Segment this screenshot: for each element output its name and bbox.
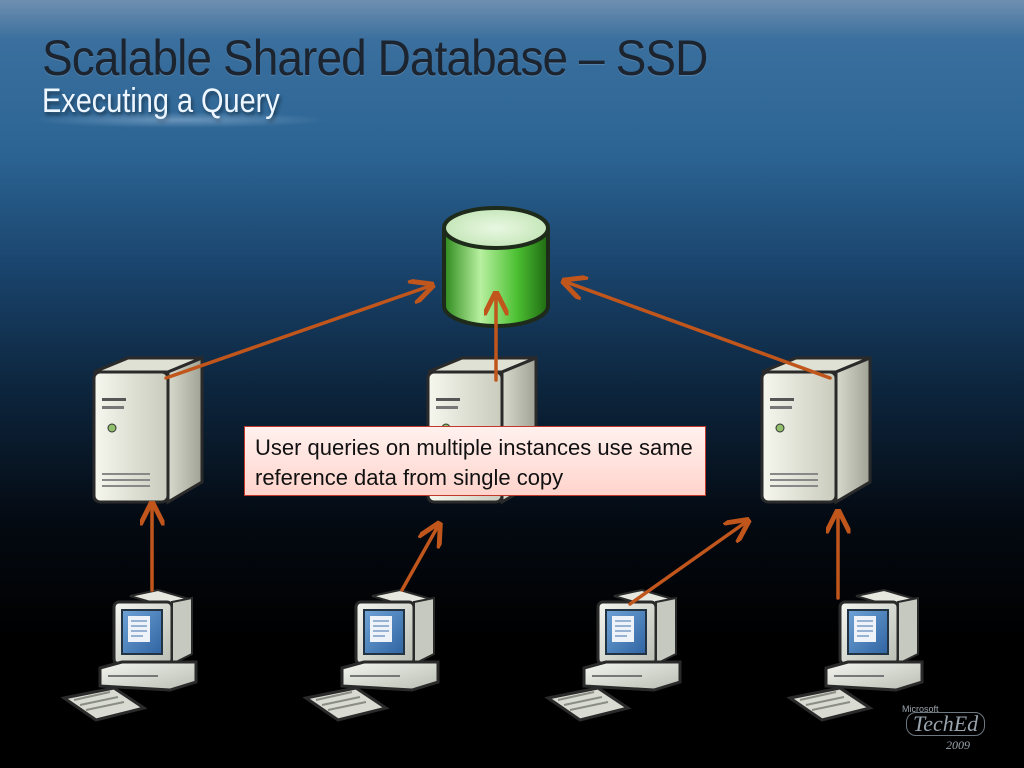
title-block: Scalable Shared Database – SSD Executing…	[42, 30, 765, 120]
server-icon-right	[760, 356, 872, 504]
client-computer-icon-2	[304, 588, 440, 722]
callout-note: User queries on multiple instances use s…	[244, 426, 706, 496]
server-icon-left	[92, 356, 204, 504]
arrow-left-server-to-database	[164, 286, 430, 380]
client-computer-icon-1	[62, 588, 198, 722]
slide-title: Scalable Shared Database – SSD	[42, 30, 708, 86]
arrow-client2-to-server	[400, 526, 438, 592]
logo-name: TechEd	[906, 712, 986, 736]
database-icon	[442, 206, 550, 328]
arrow-client3-to-server	[628, 522, 746, 606]
logo-brand: Microsoft	[902, 704, 939, 714]
client-computer-icon-3	[546, 588, 682, 722]
subtitle-glow	[30, 112, 330, 128]
slide-subtitle: Executing a Query	[42, 82, 280, 120]
arrow-right-server-to-database	[566, 282, 832, 380]
teched-logo: Microsoft TechEd 2009	[902, 700, 994, 756]
logo-year: 2009	[946, 738, 970, 752]
